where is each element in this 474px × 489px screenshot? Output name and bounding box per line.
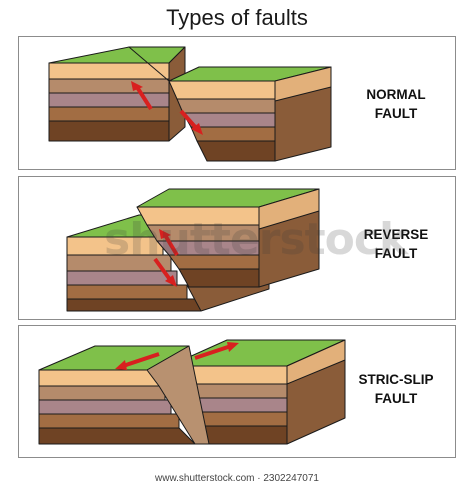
strike-slip-fault-label: STRIC-SLIP FAULT [358,372,434,406]
left-layer-3 [66,270,178,286]
normal-fault-arrows [131,81,203,135]
right-layer-1 [168,80,276,100]
strike-slip-arrows [115,342,239,370]
arrow-up-icon [159,229,171,239]
normal-fault-panel: NORMAL FAULT [18,36,456,170]
right-layer-5 [196,140,276,162]
right-layer-2 [176,98,276,114]
left-layer-5 [48,120,170,142]
reverse-fault-illustration [66,188,320,312]
arrow-down-icon [191,123,203,135]
left-layer-5 [66,298,202,312]
arrow-down-icon [165,275,177,287]
left-layer-3 [38,399,172,415]
diagram-title: Types of faults [166,5,308,30]
left-layer-2 [38,385,166,401]
left-layer-2 [48,78,170,94]
footer-credit: www.shutterstock.com · 2302247071 [155,473,319,484]
left-block-top [48,46,186,64]
left-layer-4 [38,413,180,429]
arrow-right-icon [227,342,239,352]
strike-slip-fault-panel: STRIC-SLIP FAULT [18,325,456,458]
left-layer-4 [48,106,170,122]
fault-wall [146,345,210,445]
reverse-fault-label: REVERSE FAULT [363,227,429,261]
left-layer-5 [38,427,196,445]
right-layer-4 [190,126,276,142]
right-layer-5 [198,425,288,445]
right-layer-5 [178,268,260,288]
left-layer-3 [48,92,170,108]
left-layer-1 [38,369,160,387]
reverse-fault-arrows [153,229,179,287]
left-layer-4 [66,284,188,300]
normal-fault-label: NORMAL FAULT [366,87,426,121]
arrow-up-icon [131,81,143,91]
normal-fault-illustration [48,46,332,162]
watermark: shutterstock [104,214,408,265]
reverse-fault-panel: REVERSE FAULT [18,176,456,320]
arrow-left-icon [115,360,127,370]
strike-slip-fault-illustration [38,339,346,445]
